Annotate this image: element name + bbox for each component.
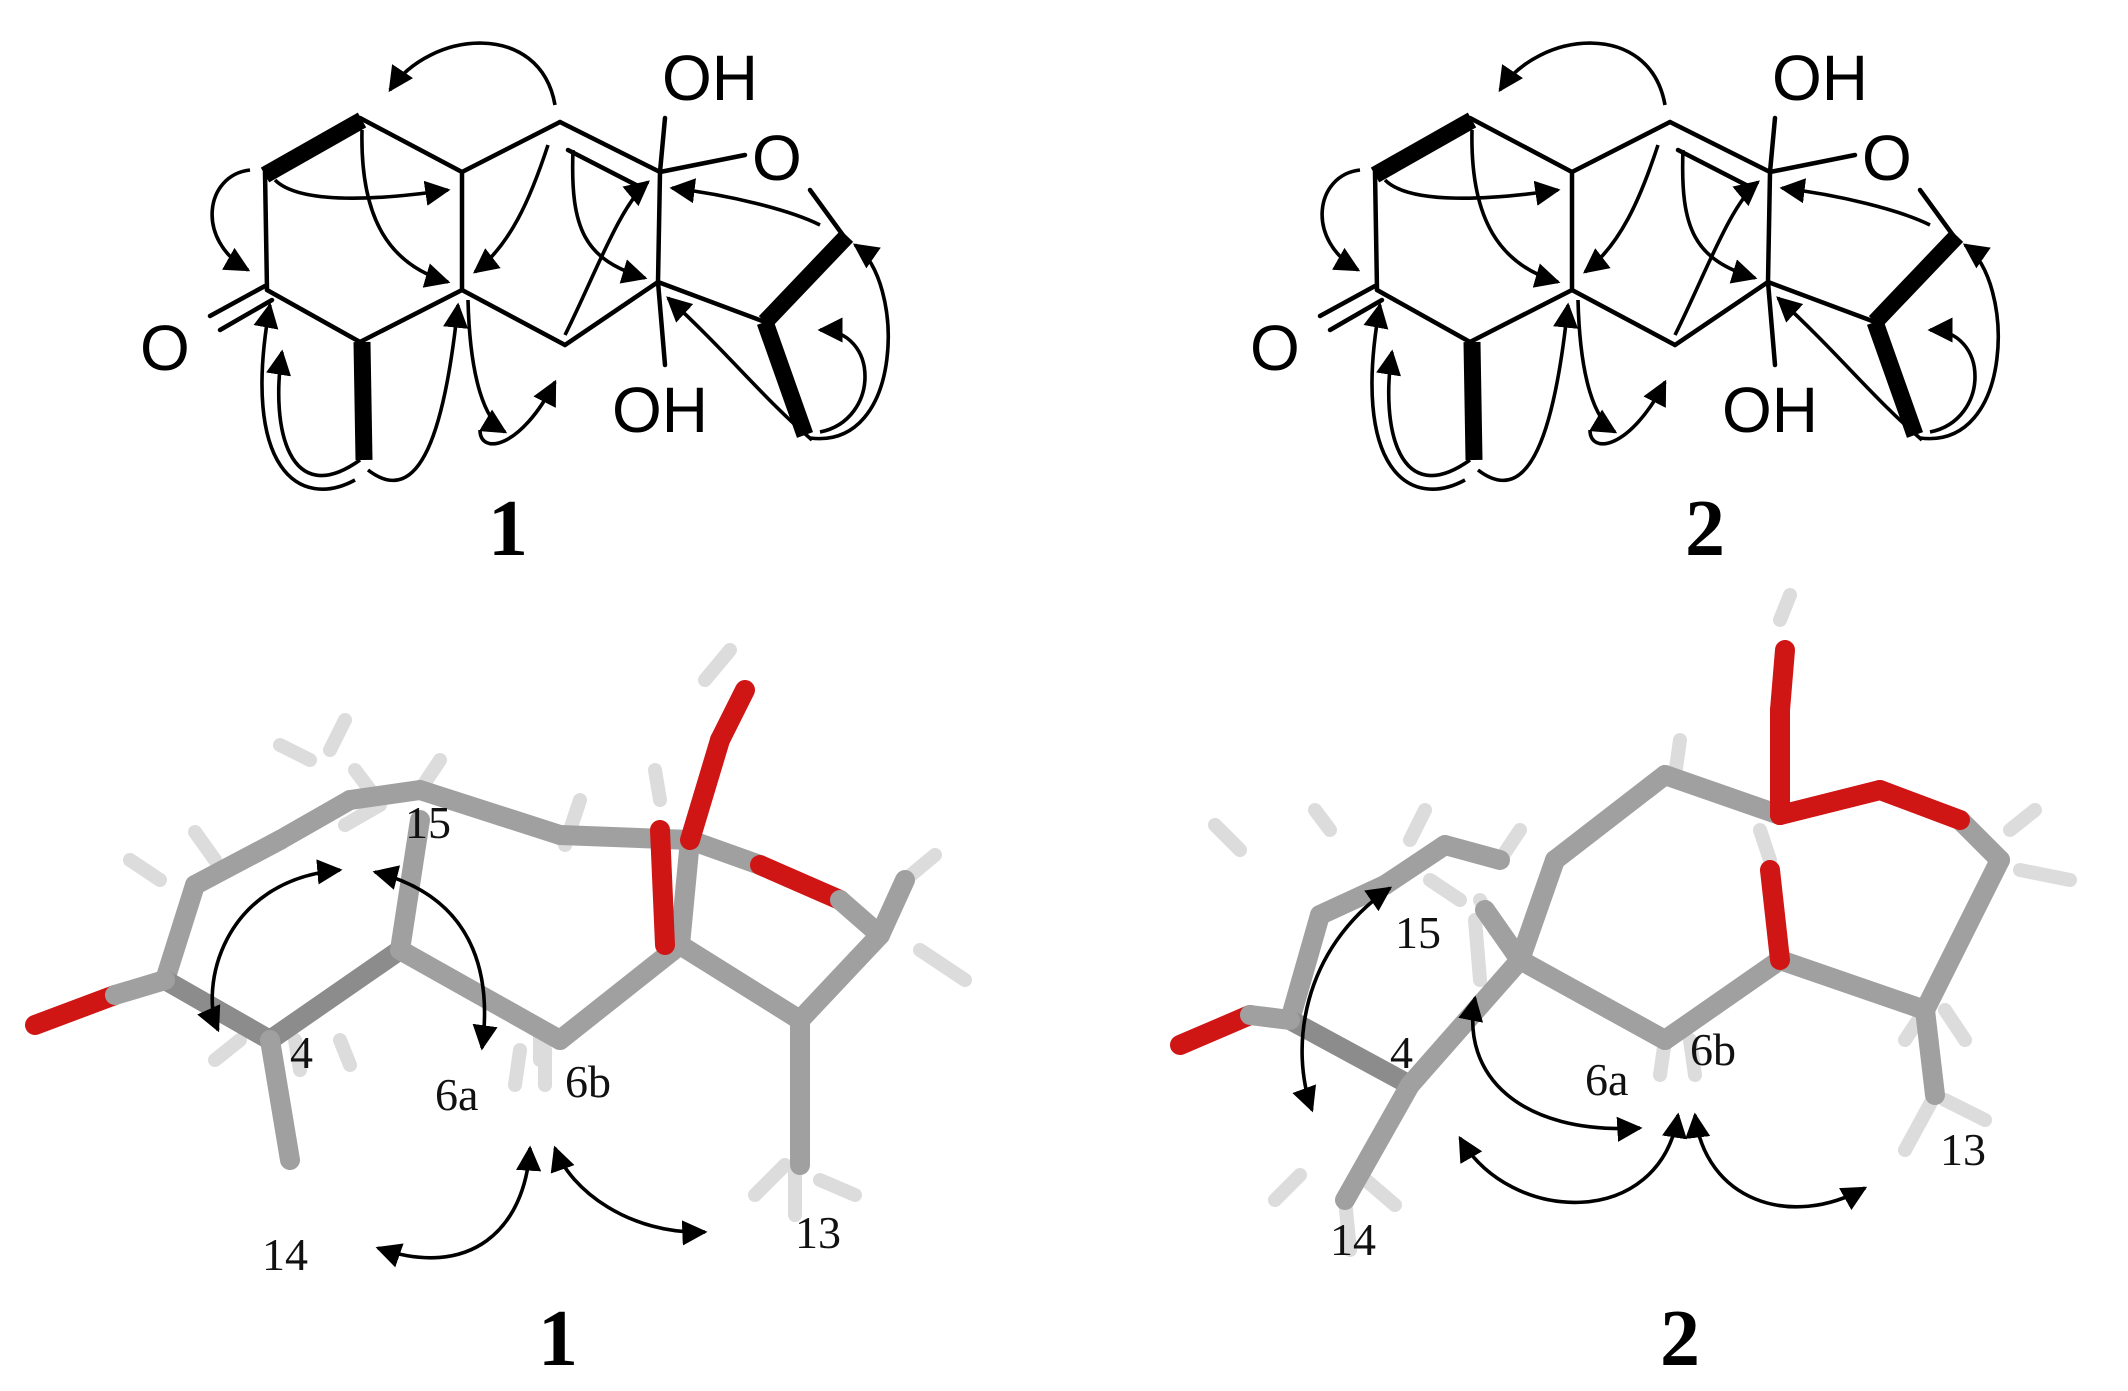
skeleton-bonds: [207, 115, 848, 368]
hydrogen-sticks: [123, 643, 972, 1222]
skeleton-bonds: [1317, 115, 1958, 368]
model-1: 15 4 6a 6b 14 13 1: [25, 643, 972, 1383]
proton-label-4: 4: [290, 1027, 313, 1078]
oh-top-label: OH: [1772, 42, 1868, 114]
compound-label-1: 1: [488, 485, 528, 573]
proton-label-6a: 6a: [435, 1069, 478, 1120]
proton-label-15: 15: [405, 797, 451, 848]
structure-1: OH O O OH 1: [140, 41, 891, 573]
model-label-2: 2: [1660, 1295, 1700, 1383]
oxygen-sticks: [25, 680, 890, 1035]
noe-correlations: [197, 859, 708, 1268]
proton-label-6a: 6a: [1585, 1054, 1628, 1105]
proton-label-4: 4: [1390, 1027, 1413, 1078]
proton-label-14: 14: [262, 1229, 308, 1280]
hmbc-arrows: [210, 41, 891, 491]
hmbc-arrows: [1320, 41, 2001, 491]
carbon-sticks: [155, 780, 915, 1175]
noe-correlations: [1292, 886, 1868, 1211]
ketone-oxygen-label: O: [1250, 312, 1300, 384]
model-label-1: 1: [538, 1295, 578, 1383]
proton-label-6b: 6b: [1690, 1024, 1736, 1075]
oh-bottom-label: OH: [1722, 374, 1818, 446]
proton-label-15: 15: [1395, 907, 1441, 958]
oxygen-sticks: [1170, 640, 1970, 1055]
cosy-bold-bonds: [260, 112, 854, 461]
proton-label-13: 13: [795, 1207, 841, 1258]
proton-label-6b: 6b: [565, 1056, 611, 1107]
oh-top-label: OH: [662, 42, 758, 114]
ring-oxygen-label: O: [752, 122, 802, 194]
compound-label-2: 2: [1685, 485, 1725, 573]
ring-oxygen-label: O: [1862, 122, 1912, 194]
cosy-bold-bonds: [1370, 112, 1964, 461]
proton-label-13: 13: [1940, 1124, 1986, 1175]
proton-label-14: 14: [1330, 1214, 1376, 1265]
oh-bottom-label: OH: [612, 374, 708, 446]
ketone-oxygen-label: O: [140, 312, 190, 384]
carbon-sticks: [1280, 765, 2010, 1210]
model-2: 15 4 6a 6b 14 13 2: [1170, 588, 2077, 1383]
structure-2: OH O O OH 2: [1250, 41, 2001, 573]
